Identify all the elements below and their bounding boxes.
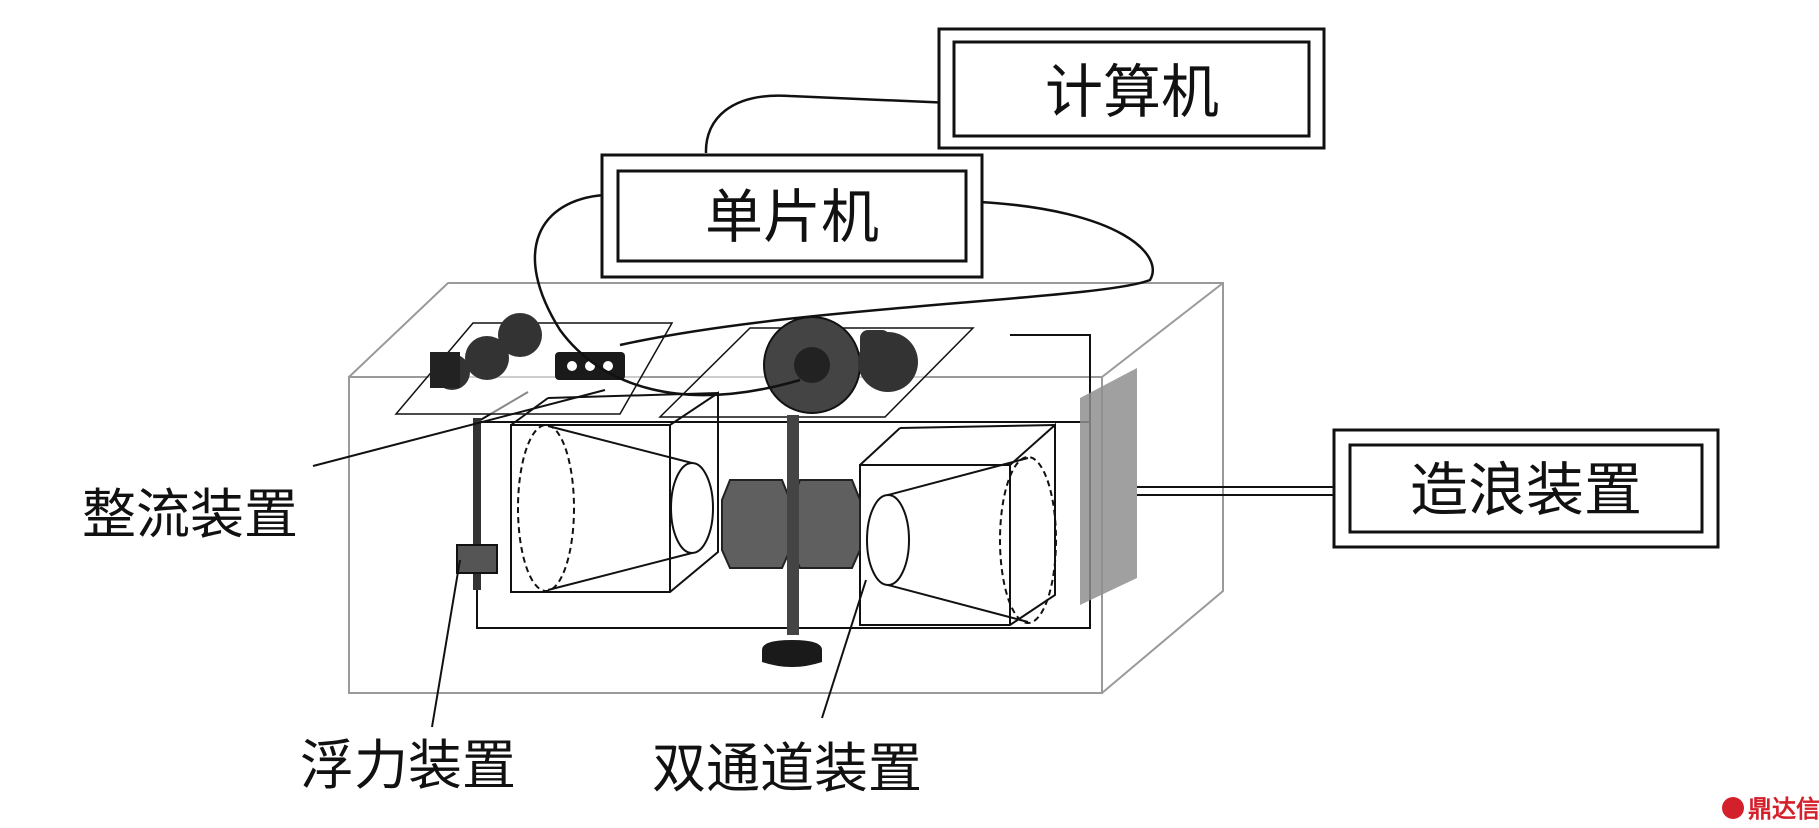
cables <box>533 94 1154 397</box>
brand-logo-icon <box>1722 797 1744 819</box>
turbine-assembly <box>721 415 861 667</box>
left-channel <box>510 391 719 593</box>
mcu-box: 单片机 <box>600 153 984 279</box>
wave-maker-plate <box>1080 368 1137 605</box>
leader-lines <box>312 389 867 728</box>
buoyancy-device <box>456 418 498 590</box>
wave-maker-box: 造浪装置 <box>1137 428 1720 549</box>
mcu-label: 单片机 <box>705 183 879 251</box>
watermark: 鼎达信 <box>1722 795 1819 823</box>
wave-maker-label: 造浪装置 <box>1410 456 1642 524</box>
flow-straightener-label: 整流装置 <box>82 483 298 546</box>
buoyancy-label: 浮力装置 <box>300 734 516 797</box>
dual-channel-label: 双通道装置 <box>652 737 922 800</box>
right-channel <box>859 422 1057 626</box>
watermark-text: 鼎达信 <box>1748 795 1819 823</box>
computer-label: 计算机 <box>1045 58 1219 126</box>
computer-box: 计算机 <box>937 27 1326 150</box>
